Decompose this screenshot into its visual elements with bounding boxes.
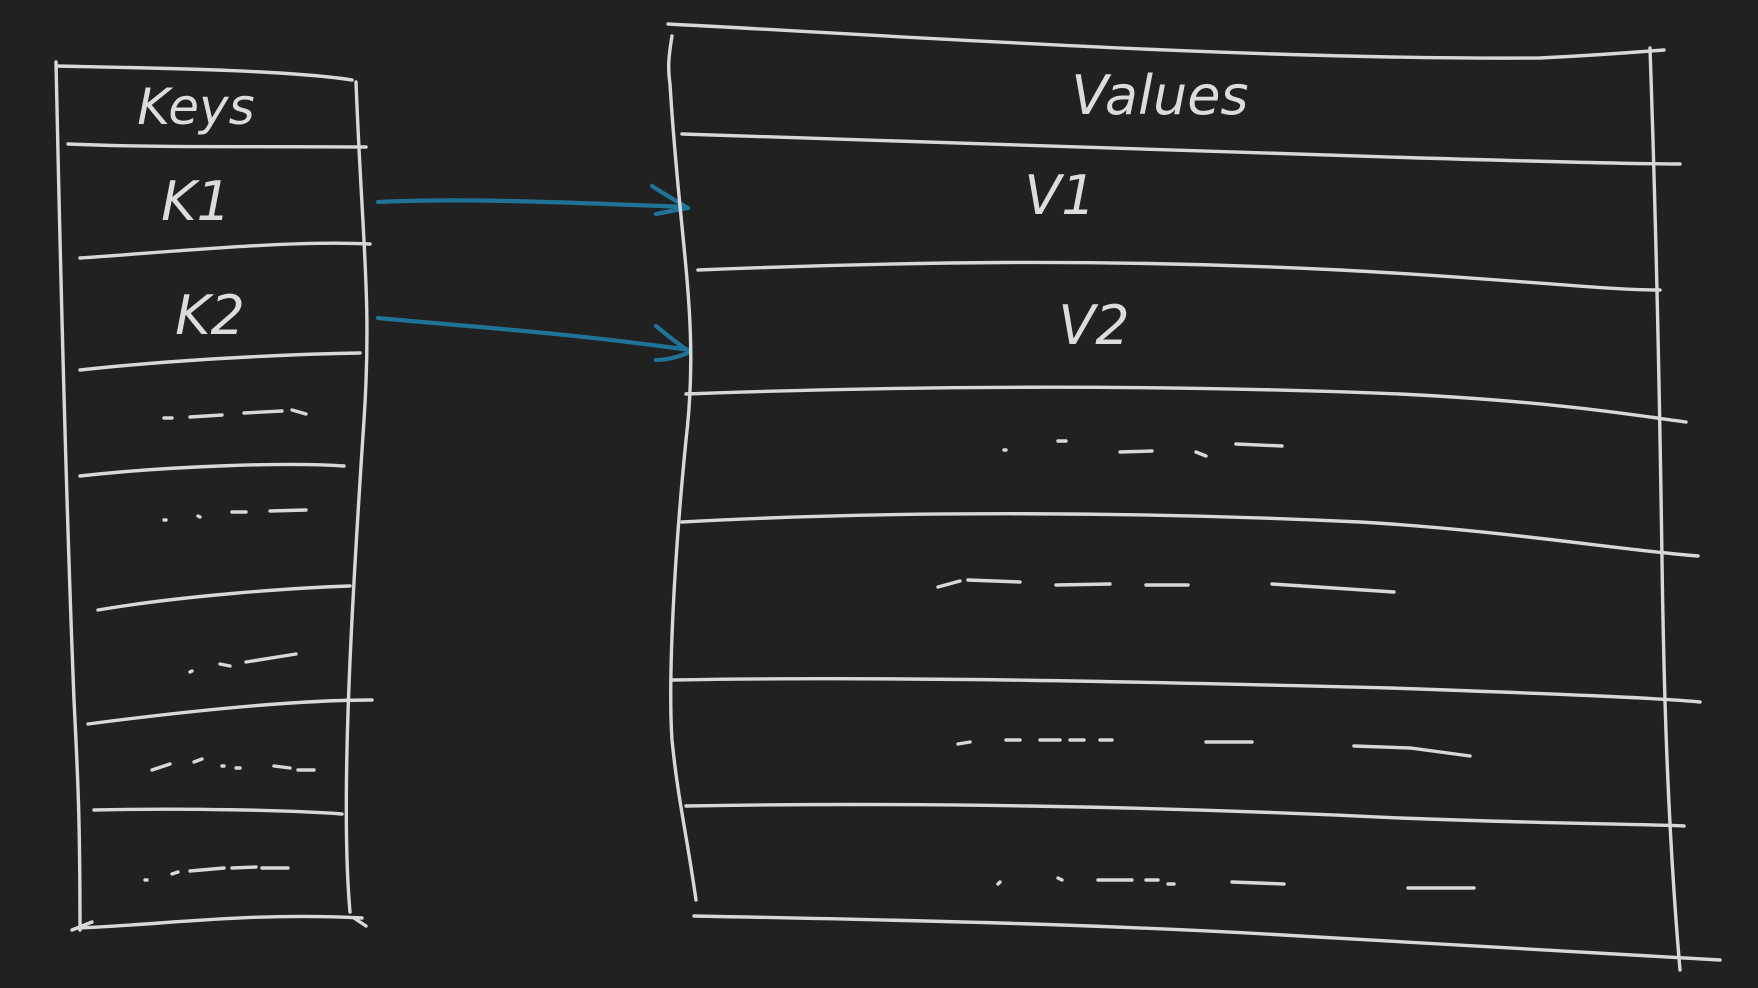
keys-row-separator	[66, 142, 368, 149]
keys-row-separator	[86, 698, 374, 726]
value-placeholder-row-5	[956, 738, 1472, 758]
value-label-2: V2	[1058, 294, 1129, 357]
keys-table-right-border	[344, 80, 369, 914]
value-label-1: V1	[1024, 164, 1095, 227]
values-table-right-border	[1648, 46, 1682, 972]
values-table: Values V1 V2	[666, 22, 1722, 972]
key-placeholder-row-6	[150, 757, 316, 772]
keys-table: Keys K1 K2	[54, 60, 374, 932]
keys-row-separator	[78, 241, 372, 260]
keys-table-left-border	[54, 60, 82, 932]
keys-row-separator	[78, 351, 362, 372]
mapping-arrow-k1-v1	[375, 183, 691, 217]
values-header: Values	[1071, 64, 1248, 127]
values-row-separator	[670, 677, 1702, 704]
values-row-separator	[684, 385, 1688, 424]
keys-row-separator	[78, 462, 346, 478]
values-row-separator	[680, 132, 1682, 166]
keys-table-corner	[352, 916, 368, 928]
mapping-arrow-k2-v2	[375, 315, 693, 363]
values-table-left-border	[666, 34, 698, 902]
keys-table-bottom-border	[76, 914, 364, 930]
values-row-separator	[680, 512, 1700, 558]
value-placeholder-row-6	[996, 876, 1476, 890]
key-placeholder-row-4	[162, 508, 308, 522]
key-placeholder-row-5	[188, 652, 298, 674]
key-placeholder-row-7	[143, 865, 290, 882]
value-placeholder-row-4	[936, 578, 1396, 594]
keys-header: Keys	[137, 78, 254, 136]
values-table-top-border	[666, 22, 1666, 60]
key-label-1: K1	[161, 170, 231, 233]
keys-table-top-border	[54, 64, 354, 82]
values-row-separator	[696, 260, 1662, 292]
keys-row-separator	[96, 584, 352, 612]
keys-table-corner	[70, 920, 94, 932]
keys-row-separator	[92, 807, 344, 816]
values-table-bottom-border	[692, 914, 1722, 962]
key-placeholder-row-3	[162, 408, 308, 420]
value-placeholder-row-3	[1002, 439, 1284, 458]
values-row-separator	[684, 802, 1686, 828]
key-label-2: K2	[175, 284, 245, 347]
